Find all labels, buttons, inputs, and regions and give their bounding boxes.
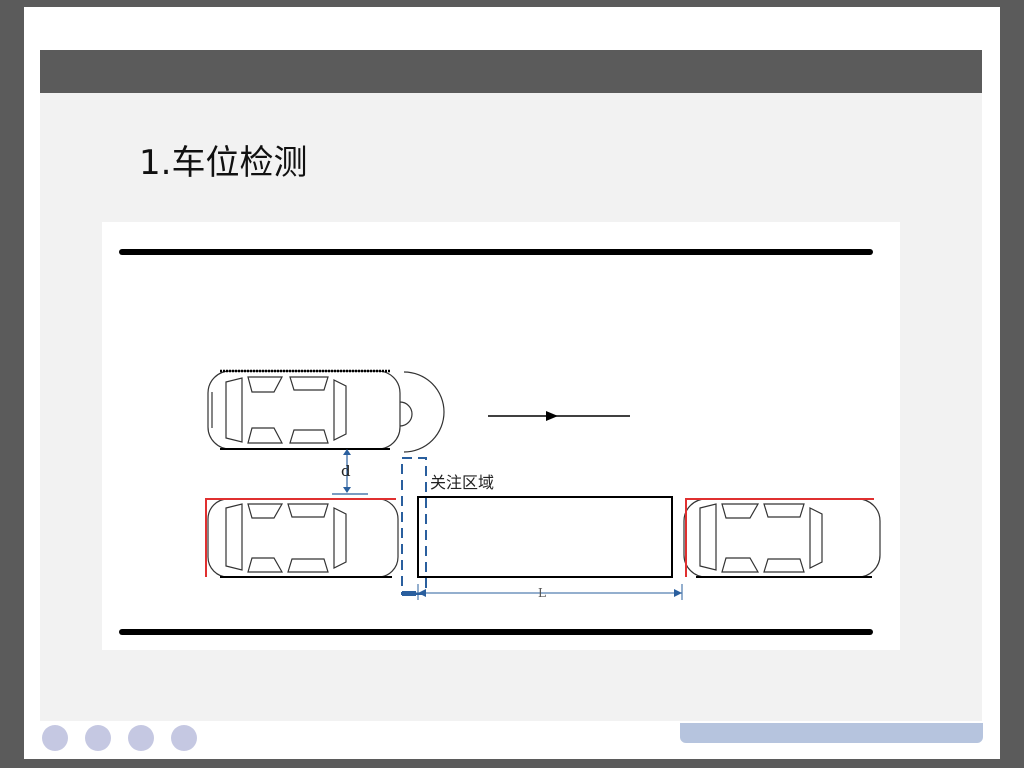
- length-l-marker: [402, 584, 683, 600]
- footer-dot-4: [171, 725, 197, 751]
- label-l: L: [538, 586, 546, 600]
- footer-bar: [680, 723, 983, 743]
- parking-diagram-svg: d 关注区域: [119, 249, 881, 635]
- label-focus-area: 关注区域: [430, 473, 494, 492]
- header-bar: [40, 50, 982, 93]
- empty-parking-space: [417, 496, 673, 578]
- moving-car: [207, 369, 445, 453]
- page-title: 1.车位检测: [139, 143, 308, 183]
- parked-car-left: [207, 498, 399, 578]
- footer-dot-2: [85, 725, 111, 751]
- footer-dot-3: [128, 725, 154, 751]
- label-d: d: [341, 462, 351, 480]
- parking-diagram: d 关注区域: [102, 222, 900, 650]
- right-car-boundary-marker: [685, 498, 874, 577]
- left-car-boundary-marker: [205, 498, 396, 577]
- direction-arrow: [488, 411, 630, 421]
- distance-d-marker: [332, 449, 368, 495]
- parked-car-right: [683, 498, 881, 578]
- footer-dot-1: [42, 725, 68, 751]
- slide-frame: 1.车位检测: [24, 7, 1000, 759]
